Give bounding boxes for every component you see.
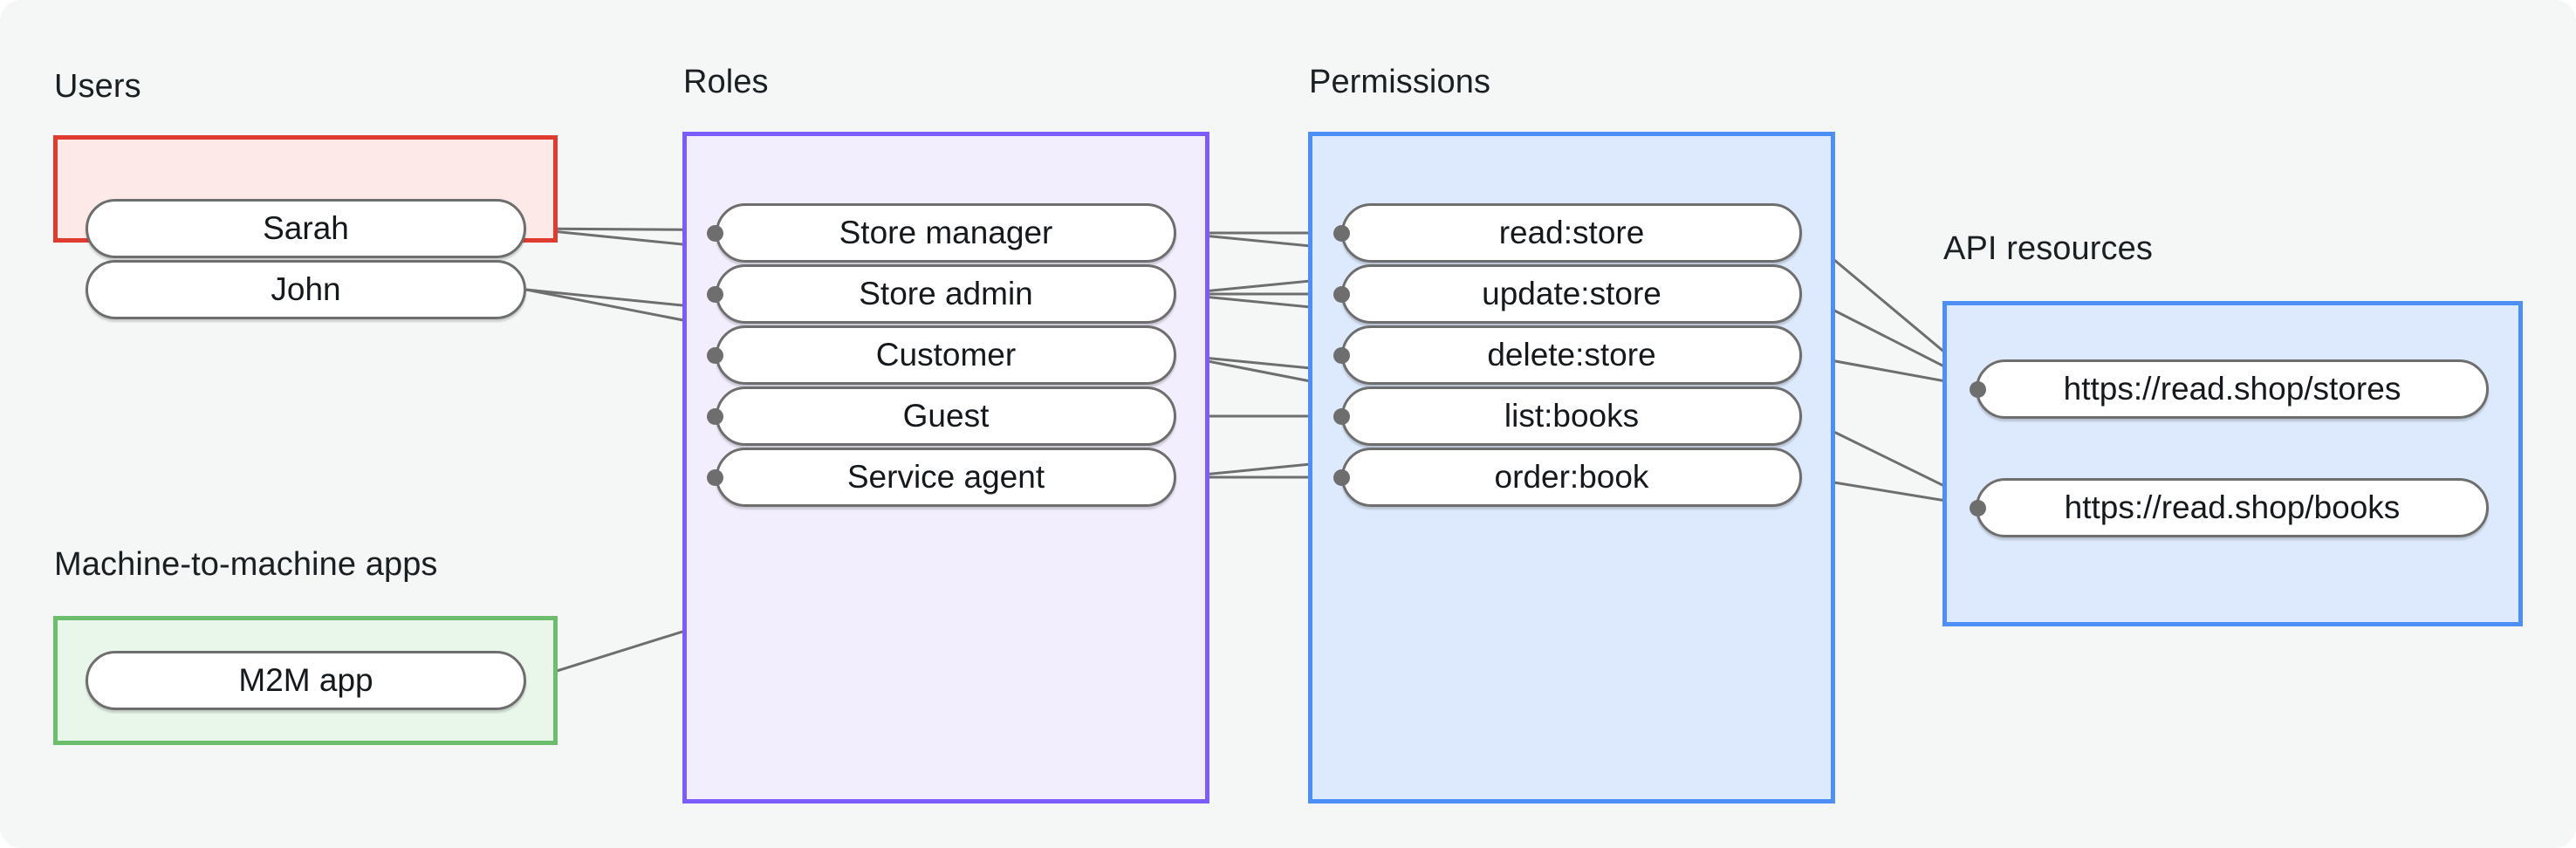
node-store-admin[interactable]: Store admin xyxy=(716,264,1176,324)
node-customer[interactable]: Customer xyxy=(716,325,1176,385)
node-list-books[interactable]: list:books xyxy=(1341,386,1802,446)
connection-port xyxy=(707,469,723,486)
node-res-stores[interactable]: https://read.shop/stores xyxy=(1976,359,2489,419)
connection-port xyxy=(1333,225,1350,242)
node-delete-store[interactable]: delete:store xyxy=(1341,325,1802,385)
connection-port xyxy=(707,408,723,425)
group-box-api-resources xyxy=(1942,301,2523,626)
group-label-api-resources: API resources xyxy=(1943,230,2153,267)
connection-port xyxy=(1333,469,1350,486)
node-store-manager[interactable]: Store manager xyxy=(716,203,1176,263)
node-read-store[interactable]: read:store xyxy=(1341,203,1802,263)
connection-port xyxy=(707,225,723,242)
connection-port xyxy=(1333,347,1350,364)
connection-port xyxy=(1333,286,1350,303)
node-m2mapp[interactable]: M2M app xyxy=(86,651,526,710)
node-update-store[interactable]: update:store xyxy=(1341,264,1802,324)
group-label-roles: Roles xyxy=(683,64,769,100)
connection-port xyxy=(707,347,723,364)
node-john[interactable]: John xyxy=(86,260,526,319)
connection-port xyxy=(707,286,723,303)
group-label-m2m: Machine-to-machine apps xyxy=(54,546,438,583)
node-sarah[interactable]: Sarah xyxy=(86,199,526,258)
group-label-permissions: Permissions xyxy=(1309,64,1491,100)
connection-port xyxy=(1333,408,1350,425)
node-order-book[interactable]: order:book xyxy=(1341,448,1802,507)
node-guest[interactable]: Guest xyxy=(716,386,1176,446)
connection-port xyxy=(1970,500,1986,516)
connection-port xyxy=(1970,381,1986,398)
node-res-books[interactable]: https://read.shop/books xyxy=(1976,478,2489,537)
node-service-agent[interactable]: Service agent xyxy=(716,448,1176,507)
group-label-users: Users xyxy=(54,68,141,105)
